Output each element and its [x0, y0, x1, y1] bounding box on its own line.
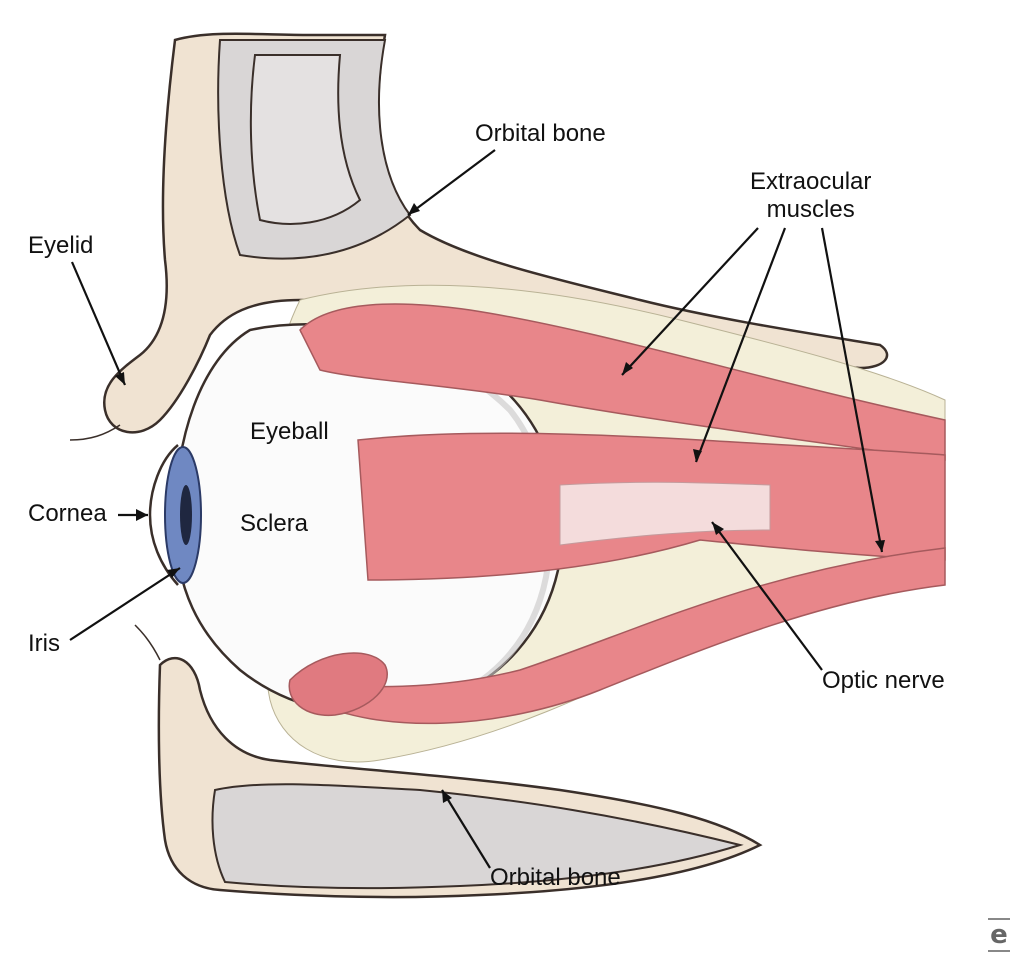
leader-iris [69, 567, 181, 641]
label-orbital-bone-bottom: Orbital bone [490, 864, 621, 891]
label-extraocular-muscles: Extraocular muscles [750, 168, 871, 224]
label-eyeball: Eyeball [250, 418, 329, 445]
inferior-oblique-muscle [288, 652, 388, 716]
label-cornea: Cornea [28, 500, 107, 527]
label-extraocular-line1: Extraocular [750, 168, 872, 195]
lower-eyelash [134, 624, 161, 661]
lower-orbital-inner [211, 783, 744, 890]
upper-eyelash [69, 424, 121, 441]
arrowhead-optic [712, 522, 724, 535]
cornea [148, 444, 179, 586]
leader-extraocular-1 [621, 227, 759, 376]
leader-orbital-top [407, 149, 496, 216]
leader-extraocular-2 [694, 227, 787, 463]
label-extraocular-line2: muscles [766, 196, 855, 223]
arrowhead-extraocular-3 [875, 540, 885, 552]
upper-sinus-cavity [249, 54, 362, 225]
label-orbital-bone-top: Orbital bone [475, 120, 606, 147]
arrowhead-extraocular-1 [622, 362, 633, 375]
arrowhead-orbital-bottom [442, 790, 452, 803]
label-sclera: Sclera [240, 510, 309, 537]
arrowhead-iris [167, 568, 180, 578]
label-iris: Iris [28, 630, 60, 657]
label-optic-nerve: Optic nerve [822, 667, 945, 694]
leader-optic [711, 521, 823, 671]
inferior-rectus-muscle [298, 547, 946, 725]
leader-orbital-bottom [441, 789, 491, 869]
arrowhead-cornea [136, 509, 148, 521]
superior-rectus-muscle [299, 303, 946, 461]
arrowhead-extraocular-2 [693, 449, 702, 462]
leader-eyelid [70, 261, 127, 386]
arrowhead-orbital-top [408, 203, 420, 215]
arrowhead-eyelid [115, 372, 125, 385]
publisher-logo-icon: e [988, 918, 1010, 952]
label-eyelid: Eyelid [28, 232, 94, 259]
pupil [180, 485, 192, 545]
leader-extraocular-3 [820, 227, 884, 553]
